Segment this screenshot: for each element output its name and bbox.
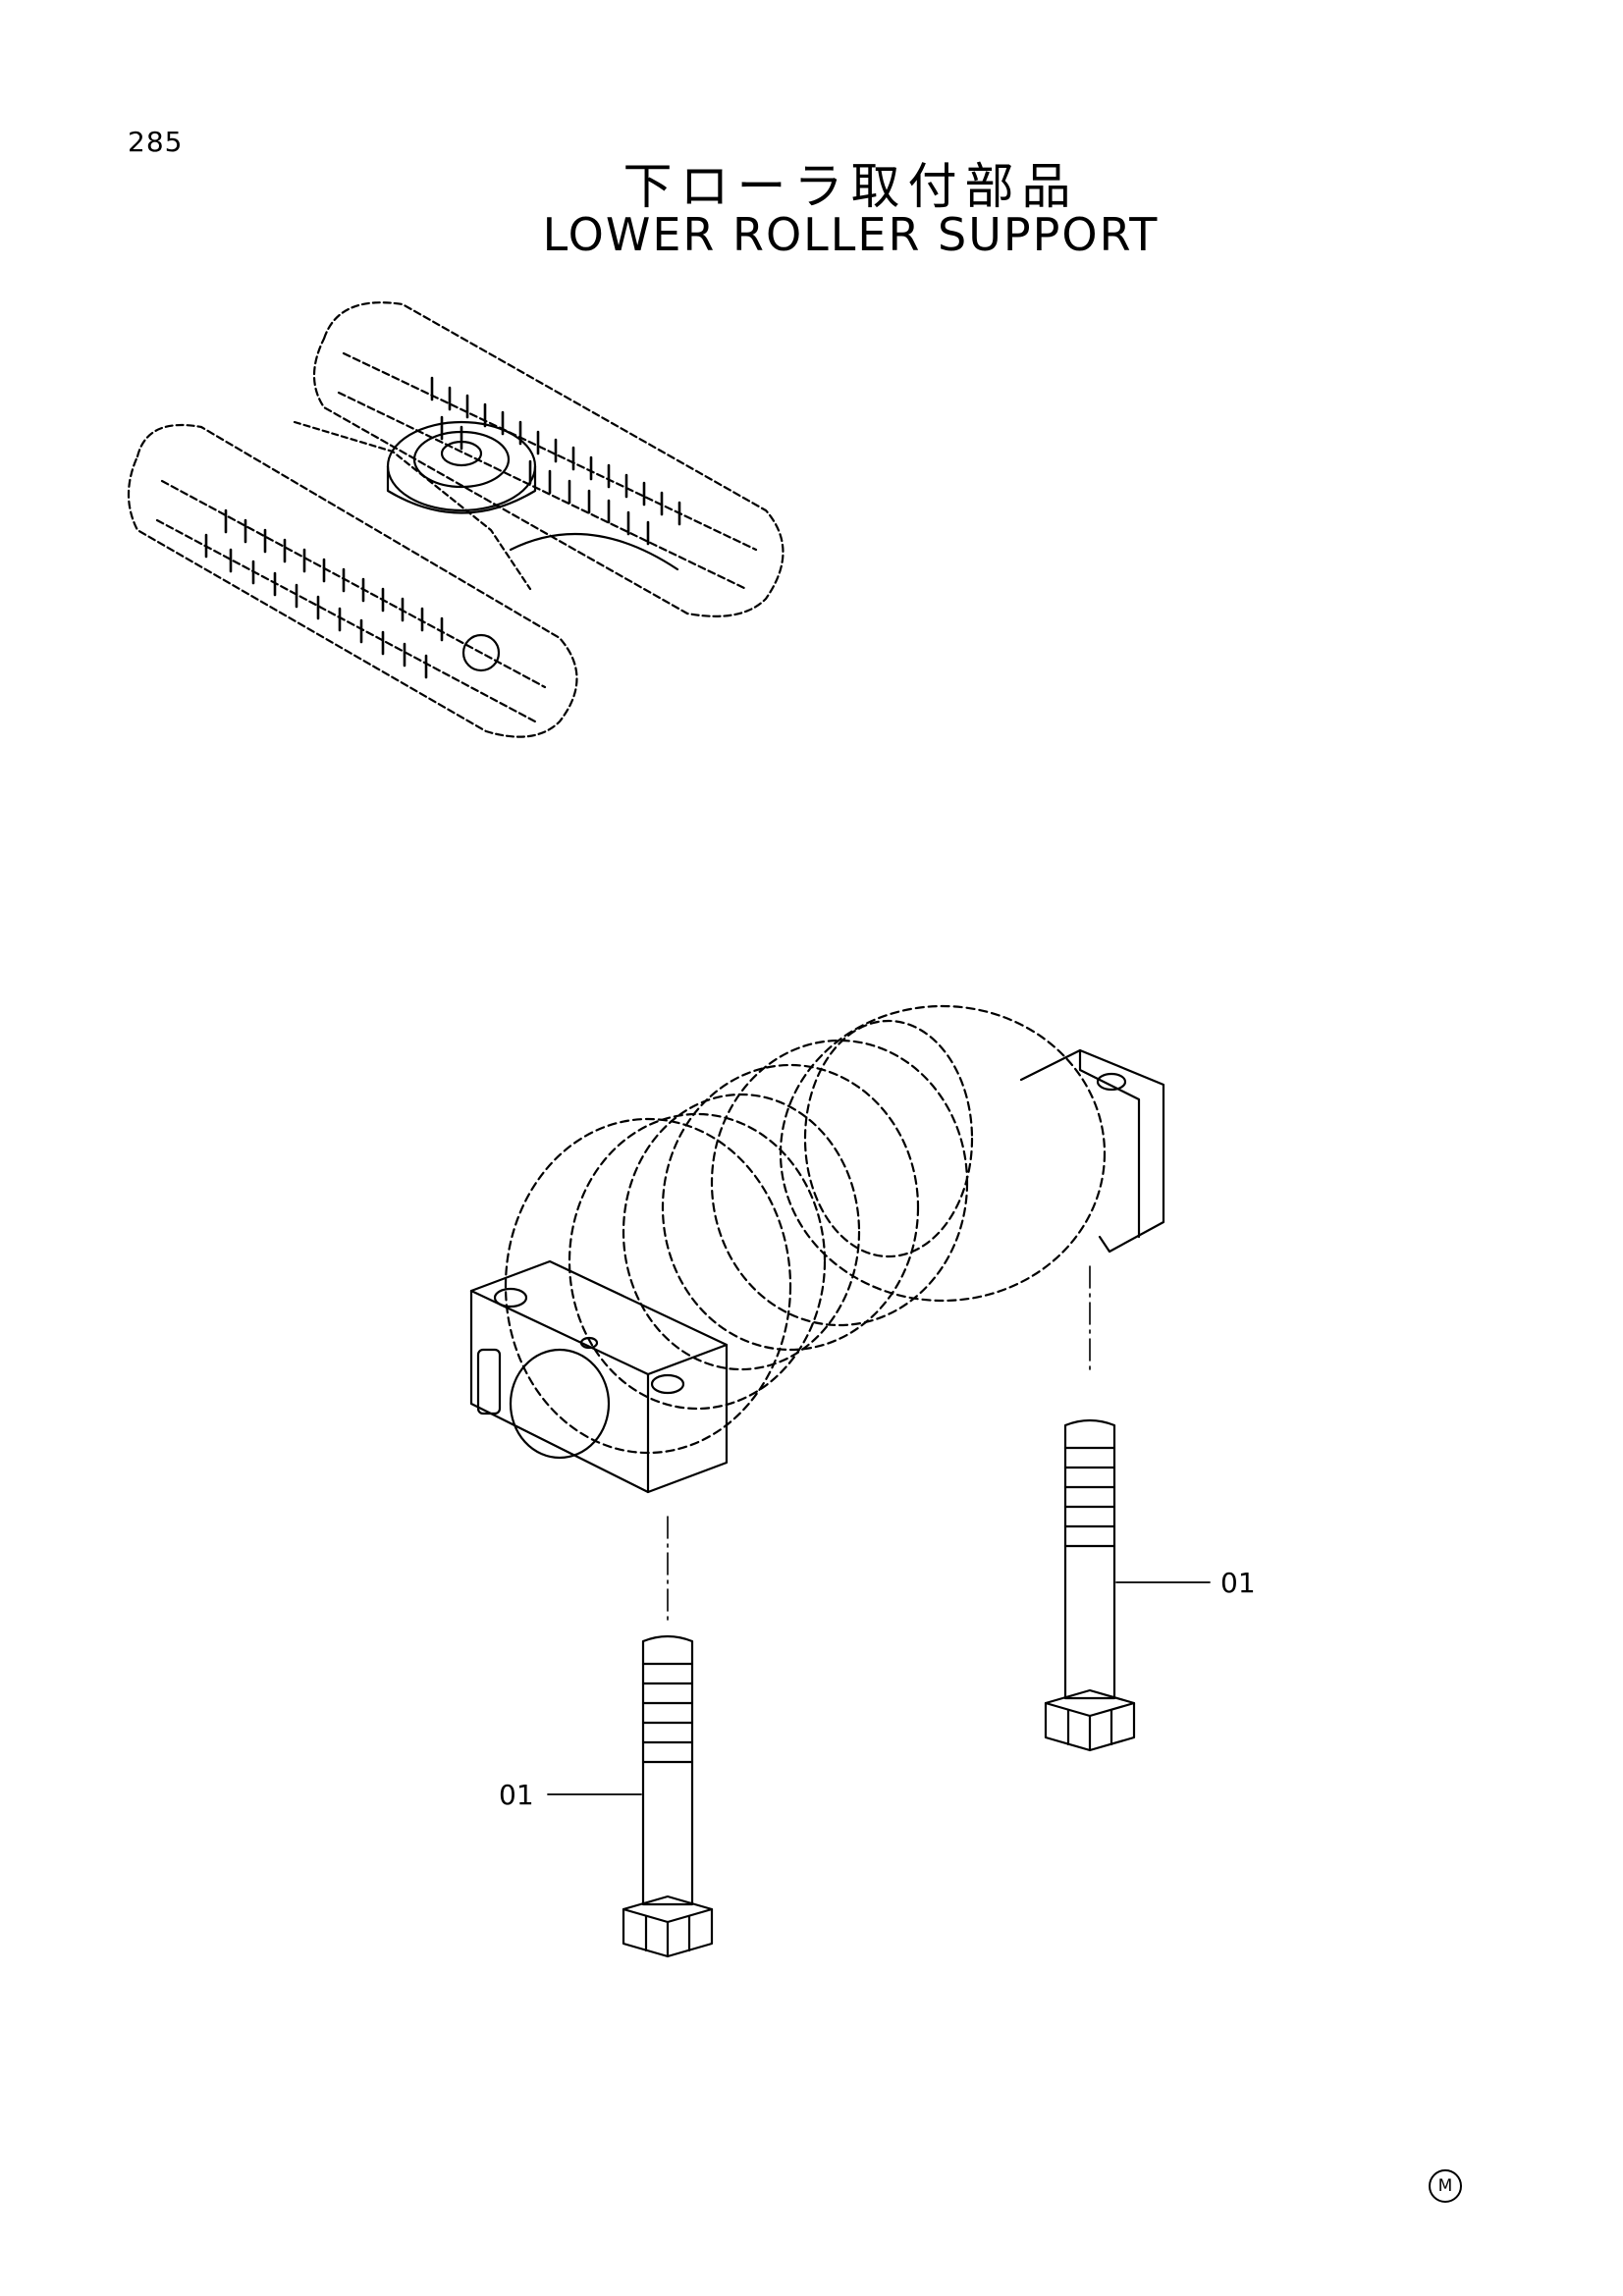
bolt-right [1044, 1418, 1136, 1752]
idler-wheel [461, 633, 501, 672]
roller-treads [504, 1039, 969, 1455]
roller-bolts-left [204, 508, 444, 679]
track-frame-left [128, 423, 578, 738]
undercarriage-overview [128, 301, 784, 738]
lower-roller-assembly [469, 1004, 1165, 1621]
circled-m-mark: M [1429, 2169, 1462, 2203]
callout-part-01-right: 01 [1220, 1567, 1256, 1599]
bolt-left [622, 1634, 714, 1958]
roller-bracket-front [469, 1259, 729, 1494]
page-title-english: LOWER ROLLER SUPPORT [542, 208, 1160, 261]
roller-bolts-right [430, 376, 681, 546]
center-frame [293, 420, 679, 591]
roller-flange-rear [779, 1004, 1107, 1303]
callout-part-01-left: 01 [499, 1779, 534, 1811]
page-number: 285 [128, 126, 184, 158]
page-title-japanese: 下ローラ取付部品 [622, 158, 1079, 215]
roller-bracket-rear [1019, 1048, 1165, 1254]
track-frame-right [313, 301, 784, 617]
